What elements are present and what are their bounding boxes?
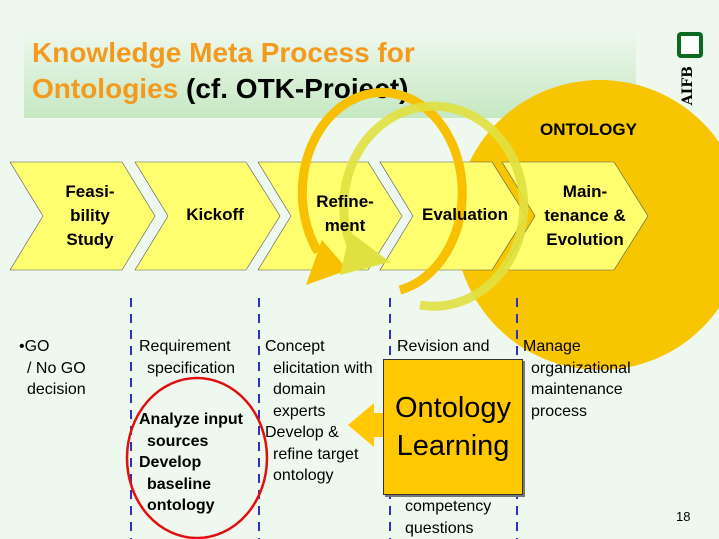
- column-evaluation-bottom: competency questions: [397, 496, 491, 539]
- title-banner: Knowledge Meta Process for Ontologies (c…: [24, 30, 636, 118]
- phase-maintenance: Main- tenance & Evolution: [530, 180, 640, 252]
- phase-refinement: Refine- ment: [300, 190, 390, 238]
- column-text: decision: [27, 381, 86, 398]
- column-text: ontology: [147, 497, 215, 514]
- column-text: Manage: [523, 338, 581, 355]
- column-text: Revision and: [397, 338, 490, 355]
- column-text: maintenance: [531, 381, 623, 398]
- column-text: sources: [147, 432, 209, 450]
- column-kickoff-highlight: Analyze input sources Develop baseline o…: [139, 409, 243, 517]
- phase-line: Kickoff: [186, 205, 244, 224]
- column-text: elicitation with: [273, 359, 373, 377]
- phase-line: bility: [70, 206, 110, 225]
- column-text: ontology: [273, 467, 334, 484]
- phase-line: Feasi-: [65, 182, 115, 201]
- chevron-evaluation: [379, 161, 527, 271]
- logo-text: AIFB: [680, 66, 696, 106]
- phase-line: tenance &: [544, 206, 626, 225]
- yellow-arrowhead-icon: [340, 232, 390, 275]
- logo-square-icon: [677, 32, 703, 58]
- column-text: experts: [273, 402, 326, 420]
- column-kickoff: Requirement specification: [139, 336, 235, 379]
- column-text: / No GO: [27, 359, 86, 377]
- title-subtitle: (cf. OTK-Project): [186, 73, 409, 104]
- column-text: competency: [405, 498, 492, 515]
- phase-evaluation: Evaluation: [410, 203, 520, 227]
- phase-line: Main-: [562, 182, 608, 201]
- phase-line: Refine-: [316, 192, 374, 211]
- chevron-refinement: [257, 161, 403, 271]
- phase-line: ment: [324, 216, 366, 235]
- column-text: domain: [273, 381, 326, 398]
- chevron-kickoff: [134, 161, 281, 271]
- ontology-learning-box: Ontology Learning: [383, 359, 523, 495]
- title-line-1: Knowledge Meta Process for: [32, 37, 415, 68]
- column-text: Requirement: [139, 338, 231, 355]
- orange-arrowhead-icon: [306, 240, 348, 285]
- chevron-maintenance: [501, 161, 649, 271]
- ontology-label: ONTOLOGY: [540, 120, 637, 139]
- column-refinement: Concept elicitation with domain experts …: [265, 336, 373, 487]
- chevron-feasibility: [9, 161, 156, 271]
- column-feasibility: •GO / No GO decision: [19, 336, 86, 401]
- yellow-loop-arrow: [339, 101, 529, 311]
- column-text: Analyze input: [139, 411, 244, 428]
- column-maintenance: Manage organizational maintenance proces…: [523, 336, 631, 422]
- column-text: Concept: [265, 338, 325, 355]
- column-text: baseline: [147, 475, 212, 493]
- ontology-learning-line: Learning: [396, 430, 510, 462]
- column-text: Develop: [139, 454, 202, 471]
- phase-feasibility: Feasi- bility Study: [50, 180, 130, 252]
- phase-kickoff: Kickoff: [170, 203, 260, 227]
- title-ontologies: Ontologies: [32, 73, 179, 104]
- phase-line: Evaluation: [422, 205, 508, 224]
- column-evaluation: Revision and: [397, 336, 490, 358]
- phase-line: Evolution: [546, 230, 624, 249]
- page-number: 18: [676, 509, 691, 524]
- column-text: •GO: [19, 338, 50, 355]
- column-text: process: [531, 402, 588, 420]
- column-text: specification: [147, 359, 236, 377]
- column-text: Develop &: [265, 424, 339, 441]
- orange-loop-arrow: [297, 88, 467, 295]
- column-text: organizational: [531, 359, 631, 377]
- phase-line: Study: [66, 230, 114, 249]
- ontology-learning-line: Ontology: [394, 392, 512, 424]
- aifb-logo: AIFB: [677, 32, 703, 105]
- column-text: questions: [405, 519, 474, 537]
- column-text: refine target: [273, 445, 359, 463]
- title-line-2: Ontologies (cf. OTK-Project): [32, 72, 408, 106]
